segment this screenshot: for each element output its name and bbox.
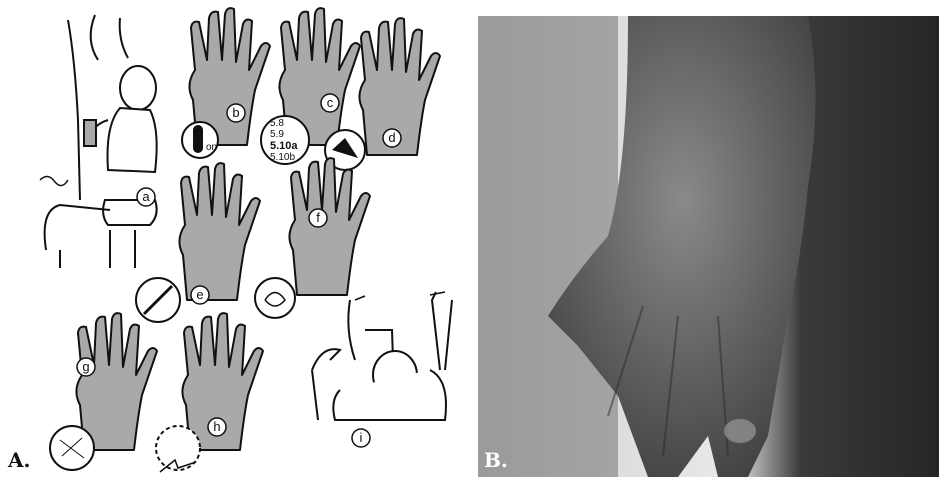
panel-b-label: B. [484,448,508,472]
step-i-figure: i [312,292,452,447]
step-f-figure: f [255,158,370,318]
step-tag-e: e [196,287,203,302]
step-a-figure: a [40,15,157,268]
hand-photo [478,16,939,477]
switch-on-label: on [206,142,217,153]
step-tag-c: c [327,95,334,110]
dial-value-1: 5.8 [270,118,284,129]
step-tag-f: f [316,210,320,225]
dial-value-3: 5.10a [270,140,298,152]
panel-a-drawing: a on b 5.8 5.9 5.10a 5.10b c [0,0,465,477]
step-h-figure: h [156,313,263,472]
step-tag-g: g [82,359,89,374]
step-tag-a: a [142,189,150,204]
step-e-figure: e [136,163,260,322]
panel-a-label: A. [8,448,30,472]
dial-value-4: 5.10b [270,152,295,163]
panel-b-photo: B. [478,16,939,477]
dial-value-2: 5.9 [270,129,284,140]
panel-a-illustration: a on b 5.8 5.9 5.10a 5.10b c [0,0,465,477]
step-g-figure: g [50,313,157,470]
step-tag-b: b [232,105,239,120]
step-b-figure: on b [182,8,270,158]
step-tag-h: h [213,419,220,434]
step-tag-d: d [388,130,395,145]
step-tag-i: i [360,430,363,445]
